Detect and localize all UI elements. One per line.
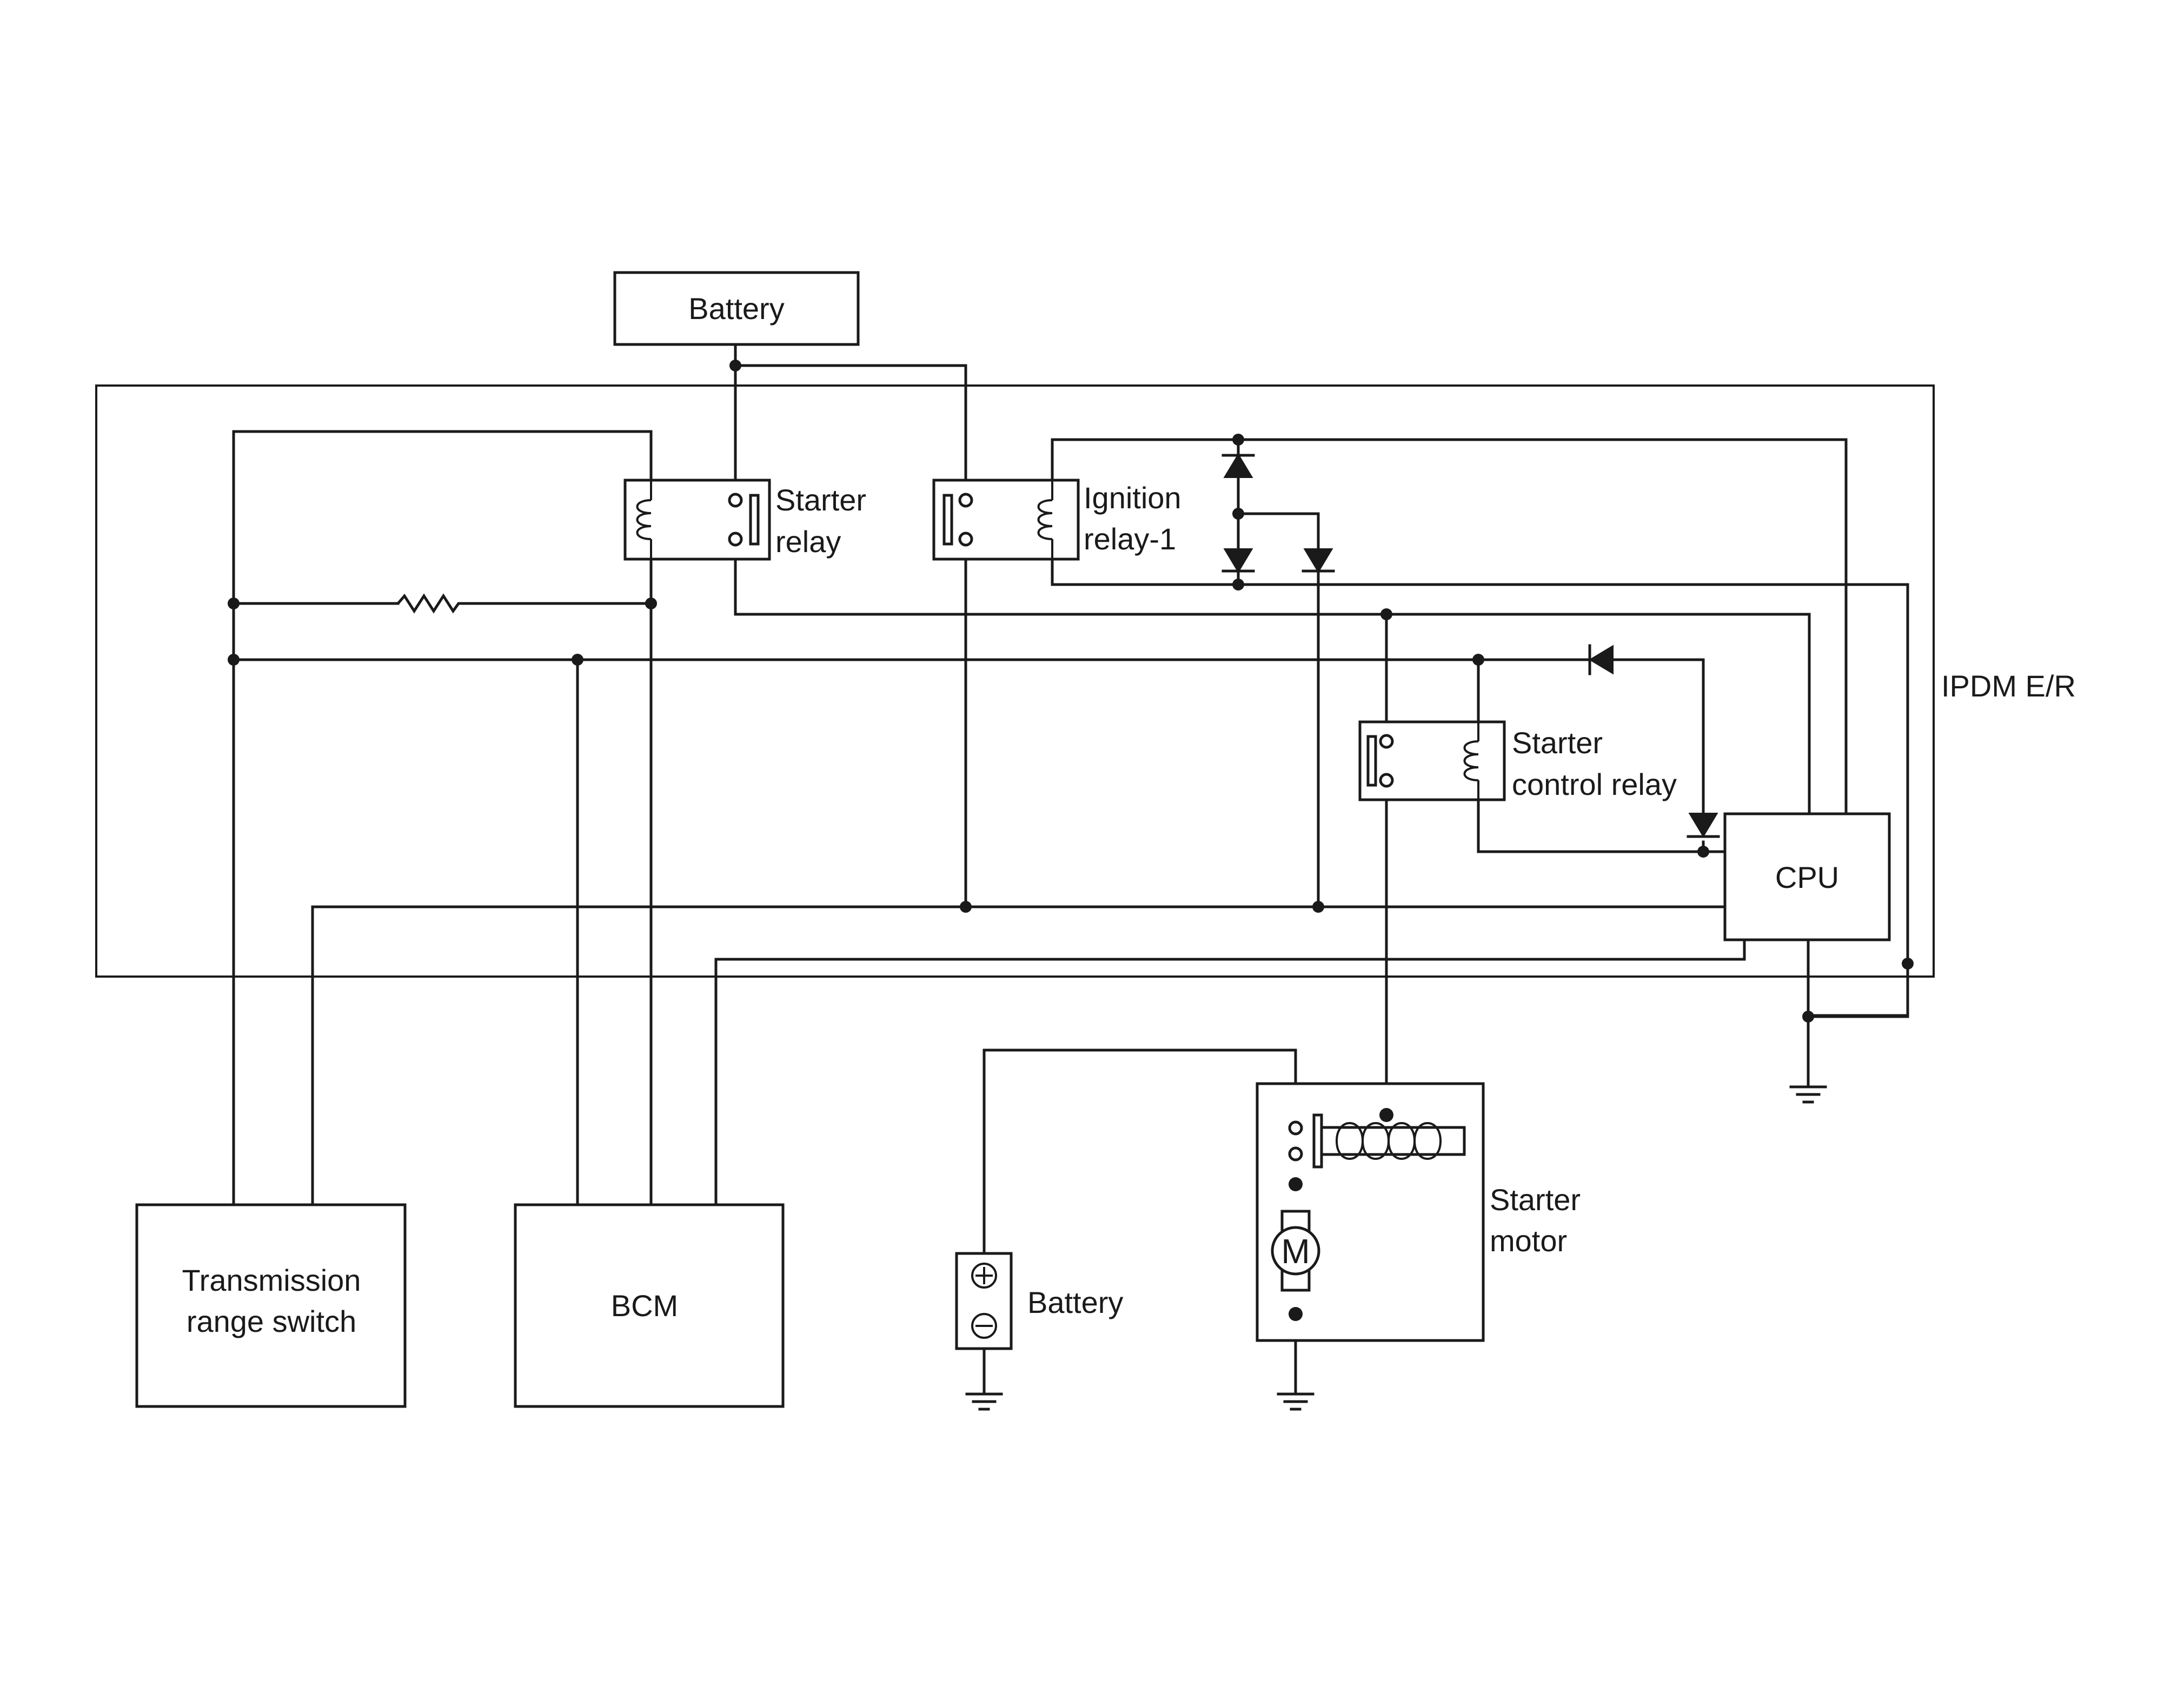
wire-battery-to-ignition-relay	[734, 364, 967, 502]
cpu-box	[1723, 812, 1891, 941]
ground-symbol-battery	[965, 1392, 1003, 1411]
starter-relay-coil	[636, 480, 652, 559]
starter-motor-label-line2: motor	[1490, 1224, 1567, 1258]
diode-down-right	[1302, 548, 1335, 573]
battery-bottom	[955, 1252, 1013, 1350]
junction-dots	[228, 360, 1914, 1321]
ignition-relay-label-line2: relay-1	[1084, 522, 1176, 556]
wire-ignition-coil-top	[1051, 438, 1848, 815]
battery-top-box	[613, 271, 860, 346]
wire-cpu-to-trs	[311, 905, 1727, 1206]
bcm-label: BCM	[611, 1289, 678, 1323]
starter-control-relay	[1358, 720, 1506, 801]
wire-starter-relay-to-cpu	[734, 537, 1811, 815]
cpu-label: CPU	[1775, 860, 1839, 894]
ipdm-er-enclosure	[95, 384, 1935, 978]
starter-control-relay-label-line2: control relay	[1512, 767, 1677, 801]
solenoid-plunger	[1320, 1126, 1466, 1156]
wire-cpu-to-bcm	[714, 938, 1746, 1206]
ground-symbol-cpu	[1789, 1085, 1827, 1104]
transmission-range-switch-box	[135, 1203, 407, 1408]
battery-top-label: Battery	[688, 291, 784, 326]
wire-scr-coil-to-cpu	[1477, 798, 1727, 853]
ground-symbol-starter-motor	[1277, 1392, 1315, 1411]
diode-down-left	[1222, 548, 1255, 573]
starter-relay-label-line2: relay	[775, 525, 841, 559]
ignition-relay-1	[932, 479, 1080, 561]
starter-motor-label-line1: Starter	[1490, 1183, 1581, 1217]
wire-battery-to-starter-motor	[983, 1048, 1297, 1255]
ipdm-er-label: IPDM E/R	[1941, 669, 2076, 703]
starter-relay	[623, 479, 771, 561]
motor-symbol	[1271, 1226, 1320, 1276]
diode-bus	[1588, 644, 1614, 675]
motor-symbol-label: M	[1281, 1232, 1310, 1271]
wiring	[232, 343, 1909, 1396]
wire-trs-to-starter-relay-coil	[232, 430, 653, 1206]
ignition-relay-label-line1: Ignition	[1084, 481, 1181, 515]
resistor-symbol	[397, 593, 474, 614]
solenoid-winding	[1336, 1122, 1442, 1160]
wire-bus-to-cpu	[232, 658, 1705, 815]
diode-cpu	[1687, 813, 1720, 838]
transmission-range-switch-label-line1: Transmission	[182, 1263, 361, 1297]
ignition-relay-coil	[1037, 480, 1053, 559]
starter-relay-label-line1: Starter	[775, 483, 866, 517]
wire-diode-branch	[1237, 512, 1320, 908]
bcm-box	[514, 1203, 785, 1408]
starter-control-relay-label-line1: Starter	[1512, 726, 1603, 760]
starter-control-relay-coil	[1463, 722, 1479, 800]
diode-up	[1222, 453, 1255, 478]
transmission-range-switch-label-line2: range switch	[187, 1304, 356, 1338]
starter-motor	[1256, 1082, 1485, 1342]
battery-bottom-label: Battery	[1027, 1285, 1123, 1319]
